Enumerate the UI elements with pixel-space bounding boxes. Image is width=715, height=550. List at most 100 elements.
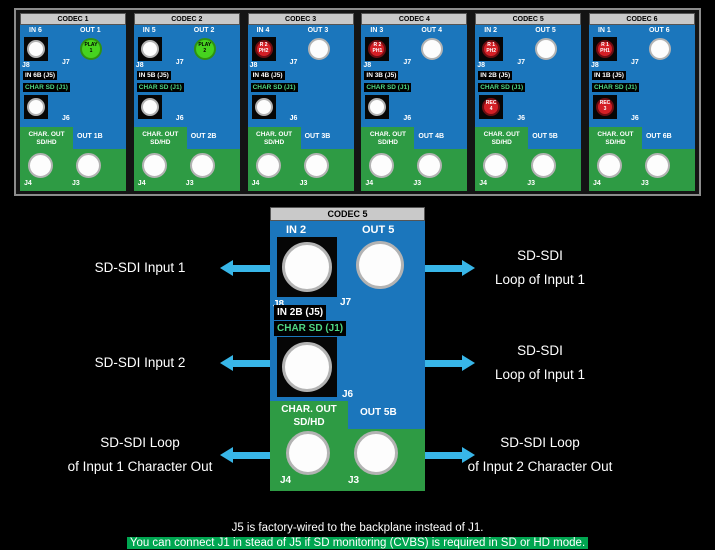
char-out-label: CHAR. OUT (142, 131, 179, 138)
out-b-label: OUT 1B (77, 133, 103, 140)
in-b-label: IN 2B (J5) (478, 71, 513, 80)
in-label: IN 5 (142, 27, 156, 34)
j3-label: J3 (527, 180, 535, 187)
connector-j4 (483, 153, 509, 178)
connector-j6 (254, 98, 273, 116)
connector-j8 (140, 40, 159, 58)
connector-j3 (531, 153, 557, 178)
out-label: OUT 3 (307, 27, 329, 34)
sd-hd-label: SD/HD (377, 139, 398, 146)
arrow-left-icon (220, 447, 270, 463)
arrow-right-icon (425, 260, 475, 276)
connector-j7 (307, 38, 330, 60)
j6-label: J6 (175, 115, 184, 122)
detail-connector-j7 (356, 241, 404, 289)
detail-in-label: IN 2 (286, 224, 307, 236)
detail-j7-label: J7 (340, 297, 352, 308)
bnc-mount-j8: R 1 PH2 (479, 37, 504, 61)
connector-j6: REC 3 (595, 98, 614, 116)
annotation-sdi-input-1: SD-SDI Input 1 (45, 256, 235, 280)
bnc-mount-j8 (137, 37, 162, 61)
in-b-label: IN 3B (J5) (364, 71, 399, 80)
detail-codec-body: IN 2 OUT 5 J8 J7 IN 2B (J5) CHAR SD (J1)… (270, 221, 425, 491)
sd-hd-label: SD/HD (263, 139, 285, 146)
detail-j6-label: J6 (342, 389, 354, 400)
codec-body: IN 6 OUT 1 PLAY 1 J8 J7 IN 6B (J5) CHAR … (20, 25, 126, 191)
j8-label: J8 (249, 62, 258, 69)
detail-connector-j4 (286, 431, 330, 475)
in-b-label: IN 6B (J5) (23, 71, 57, 80)
j7-label: J7 (175, 59, 184, 66)
bnc-mount-j6: REC 4 (479, 95, 504, 119)
j7-label: J7 (289, 59, 298, 66)
bnc-mount-j8 (24, 37, 48, 61)
arrowhead-right-icon (462, 260, 475, 276)
out-label: OUT 6 (648, 27, 670, 34)
bnc-mount-j8: R 1 PH1 (592, 37, 617, 61)
j8-label: J8 (22, 62, 30, 69)
j4-label: J4 (24, 180, 32, 187)
annotation-loop-of-input-1-b: SD-SDI Loop of Input 1 (440, 339, 640, 387)
arrow-bar (425, 359, 462, 367)
connector-j4 (141, 153, 167, 178)
j4-label: J4 (592, 180, 601, 187)
j6-label: J6 (403, 115, 412, 122)
annotation-text: SD-SDI Loop (100, 435, 180, 450)
codec-title: CODEC 5 (475, 13, 582, 25)
out-b-label: OUT 5B (532, 133, 558, 140)
j3-label: J3 (72, 180, 80, 187)
connector-j3 (76, 153, 101, 178)
connector-j8: R 2 PH1 (368, 40, 387, 58)
char-out-label: CHAR. OUT (28, 131, 65, 138)
annotation-text: SD-SDI (517, 248, 563, 263)
char-sd-label: CHAR SD (J1) (136, 83, 184, 92)
out-label: OUT 1 (80, 27, 101, 34)
connector-j4 (28, 153, 53, 178)
footnote-highlighted-text: You can connect J1 in stead of J5 if SD … (126, 537, 589, 549)
j8-label: J8 (135, 62, 144, 69)
connector-j3 (644, 153, 670, 178)
annotation-text: of Input 2 Character Out (467, 459, 613, 474)
detail-char-sd-label: CHAR SD (J1) (274, 321, 347, 336)
j3-label: J3 (640, 180, 649, 187)
arrow-left-icon (220, 260, 270, 276)
detail-bnc-mount-j6 (277, 337, 337, 397)
connector-j8: R 2 PH2 (254, 40, 273, 58)
bnc-mount-j6 (365, 95, 390, 119)
connector-j7 (535, 38, 558, 60)
codec-body: IN 3 OUT 4 R 2 PH1 J8 J7 IN 3B (J5) CHAR… (361, 25, 468, 191)
char-sd-label: CHAR SD (J1) (478, 83, 526, 92)
sd-hd-label: SD/HD (491, 139, 512, 146)
arrow-bar (233, 359, 270, 367)
j7-label: J7 (517, 59, 525, 66)
arrow-bar (425, 451, 462, 459)
char-out-label: CHAR. OUT (369, 131, 406, 138)
in-b-label: IN 5B (J5) (136, 71, 171, 80)
arrow-bar (425, 264, 462, 272)
bnc-mount-j8: R 2 PH1 (365, 37, 390, 61)
codec-panel: CODEC 2 IN 5 OUT 2 PLAY 2 J8 J7 IN 5B (J… (133, 13, 240, 191)
j6-label: J6 (630, 115, 639, 122)
in-b-label: IN 4B (J5) (250, 71, 285, 80)
annotation-text: of Input 1 Character Out (67, 459, 213, 474)
annotation-loop-of-input-1-a: SD-SDI Loop of Input 1 (440, 244, 640, 292)
in-label: IN 2 (484, 27, 498, 34)
codec-title: CODEC 4 (361, 13, 468, 25)
footnote-line-2: You can connect J1 in stead of J5 if SD … (0, 537, 715, 549)
annotation-text: SD-SDI (517, 343, 563, 358)
char-sd-label: CHAR SD (J1) (591, 83, 639, 92)
out-b-label: OUT 6B (645, 133, 672, 140)
detail-codec-title: CODEC 5 (270, 207, 425, 221)
j6-label: J6 (62, 115, 70, 122)
j8-label: J8 (363, 62, 372, 69)
detail-in-b-label: IN 2B (J5) (274, 305, 327, 320)
detail-connector-j6 (282, 342, 332, 392)
arrow-right-icon (425, 447, 475, 463)
codec-panel: CODEC 3 IN 4 OUT 3 R 2 PH2 J8 J7 IN 4B (… (247, 13, 354, 191)
j6-label: J6 (517, 115, 525, 122)
annotation-sdi-input-2: SD-SDI Input 2 (45, 351, 235, 375)
codec-title: CODEC 1 (20, 13, 126, 25)
codec-panel: CODEC 1 IN 6 OUT 1 PLAY 1 J8 J7 IN 6B (J… (20, 13, 126, 191)
bnc-mount-j8: R 2 PH2 (251, 37, 276, 61)
connector-j6: REC 4 (482, 98, 501, 116)
